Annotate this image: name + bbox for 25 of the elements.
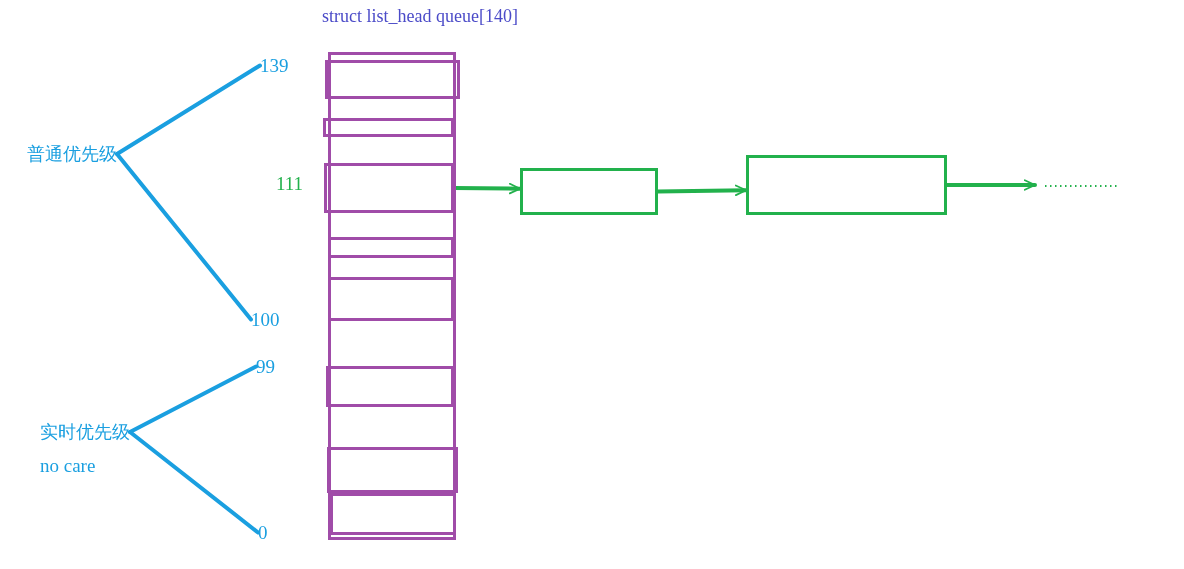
- priority-number: 139: [260, 56, 289, 75]
- connector-line: [115, 63, 262, 156]
- connector-line: [115, 152, 253, 322]
- note-text: no care: [40, 456, 96, 475]
- arrow: [945, 179, 1037, 191]
- priority-number: 0: [258, 523, 268, 542]
- array-slot: [328, 277, 454, 321]
- array-slot: [327, 447, 458, 493]
- priority-group-label: 实时优先级: [40, 423, 130, 441]
- connector-line: [128, 430, 260, 535]
- connector-line: [128, 364, 258, 434]
- array-slot: [324, 163, 454, 213]
- array-slot: [325, 60, 460, 99]
- list-node-box: [746, 155, 947, 215]
- array-title: struct list_head queue[140]: [322, 7, 518, 25]
- priority-number: 99: [256, 357, 275, 376]
- array-slot: [330, 493, 456, 535]
- array-slot: [328, 237, 454, 258]
- arrow: [656, 184, 748, 197]
- priority-group-label: 普通优先级: [27, 145, 117, 163]
- array-slot: [323, 118, 454, 137]
- priority-number: 100: [251, 310, 280, 329]
- list-node-box: [520, 168, 658, 215]
- slot-index: 111: [276, 174, 304, 193]
- array-slot: [326, 366, 454, 407]
